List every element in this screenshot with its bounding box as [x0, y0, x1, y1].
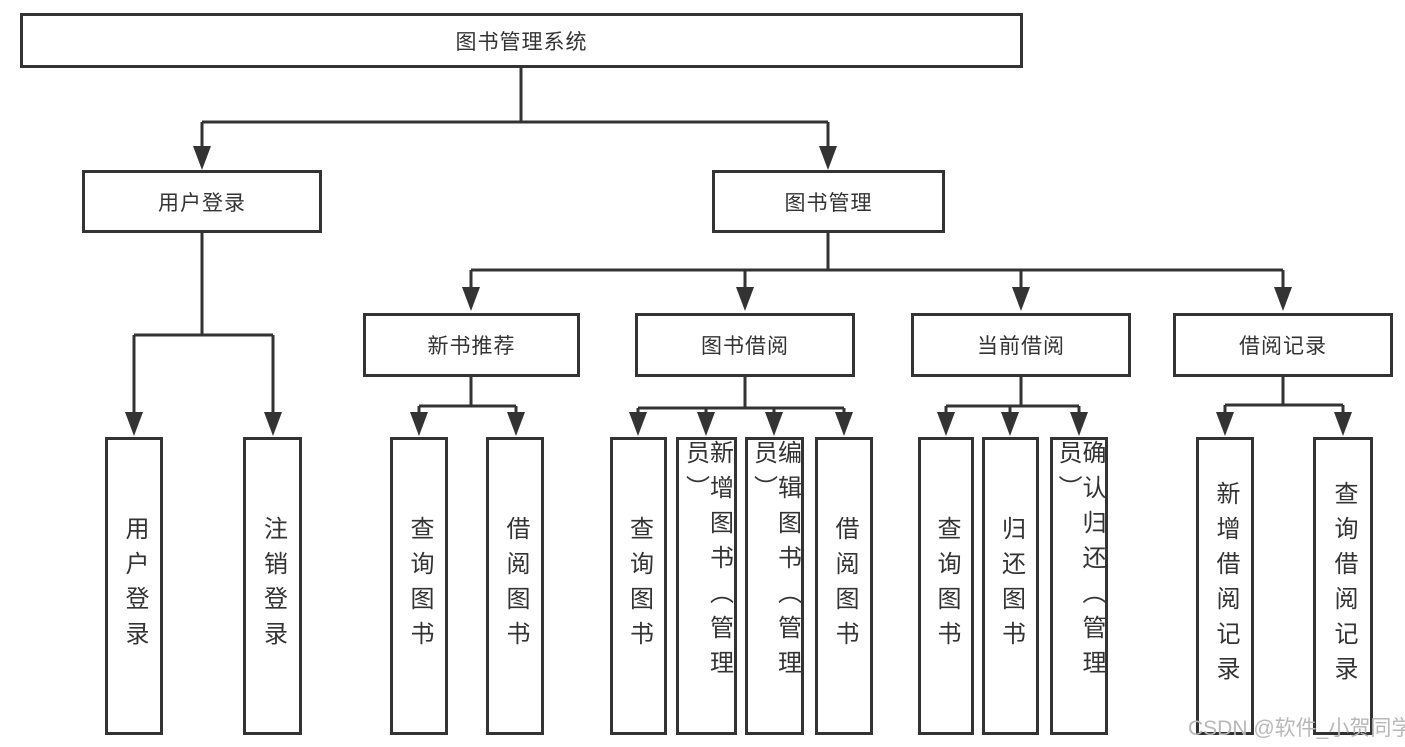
- node-new-book-recommend-label: 新书推荐: [427, 335, 516, 358]
- node-book-borrow-label: 图书借阅: [701, 335, 789, 358]
- leaf-edit-book-admin-label: 编辑图书（管理员）: [749, 440, 801, 685]
- leaf-add-borrow-record-label: 新增借阅记录: [1212, 481, 1239, 691]
- node-borrow-record-label: 借阅记录: [1239, 335, 1327, 358]
- leaf-add-book-admin: 新增图书（管理员）: [676, 437, 737, 735]
- leaf-edit-book-admin: 编辑图书（管理员）: [745, 437, 804, 735]
- leaf-confirm-return-admin-label: 确认归还（管理员）: [1054, 440, 1105, 685]
- node-current-borrow-label: 当前借阅: [977, 335, 1065, 358]
- node-current-borrow: 当前借阅: [911, 313, 1131, 377]
- node-library-management-system-label: 图书管理系统: [455, 30, 588, 54]
- leaf-query-book-3-label: 查询图书: [933, 516, 960, 656]
- leaf-return-book: 归还图书: [982, 437, 1039, 735]
- leaf-query-book-1-label: 查询图书: [406, 516, 433, 656]
- leaf-query-book-3: 查询图书: [918, 437, 974, 735]
- node-user-login-label: 用户登录: [158, 191, 246, 215]
- leaf-logout: 注销登录: [243, 437, 302, 735]
- leaf-logout-label: 注销登录: [259, 516, 287, 656]
- connector-book-management-level3: [469, 233, 1285, 290]
- node-book-management-label: 图书管理: [784, 191, 873, 215]
- connector-user-login-children: [132, 233, 275, 413]
- leaf-query-book-1: 查询图书: [390, 437, 448, 735]
- leaf-query-book-2: 查询图书: [610, 437, 667, 735]
- connector-current-borrow-children: [944, 377, 1081, 414]
- leaf-borrow-book-2-label: 借阅图书: [831, 516, 858, 656]
- leaf-borrow-book-2: 借阅图书: [815, 437, 873, 735]
- leaf-add-book-admin-label: 新增图书（管理员）: [681, 440, 733, 685]
- csdn-watermark: CSDN @软件_小贺同学: [1188, 717, 1405, 740]
- leaf-add-borrow-record: 新增借阅记录: [1196, 437, 1254, 735]
- leaf-user-login: 用户登录: [105, 437, 163, 735]
- node-new-book-recommend: 新书推荐: [363, 313, 580, 377]
- arrowheads: [125, 146, 1352, 436]
- node-book-borrow: 图书借阅: [635, 313, 855, 377]
- node-library-management-system: 图书管理系统: [20, 13, 1023, 68]
- connector-new-book-children: [417, 377, 518, 414]
- leaf-confirm-return-admin: 确认归还（管理员）: [1050, 437, 1108, 735]
- leaf-query-borrow-record: 查询借阅记录: [1313, 437, 1373, 735]
- node-book-management: 图书管理: [712, 170, 945, 233]
- leaf-borrow-book-1-label: 借阅图书: [502, 516, 529, 656]
- connector-borrow-record-children: [1223, 377, 1345, 414]
- leaf-query-borrow-record-label: 查询借阅记录: [1330, 481, 1357, 691]
- node-borrow-record: 借阅记录: [1173, 313, 1393, 377]
- leaf-user-login-label: 用户登录: [121, 516, 148, 656]
- connector-root-to-level2: [200, 68, 830, 150]
- leaf-borrow-book-1: 借阅图书: [486, 437, 544, 735]
- leaf-return-book-label: 归还图书: [997, 516, 1025, 656]
- connector-book-borrow-children: [636, 377, 846, 414]
- leaf-query-book-2-label: 查询图书: [625, 516, 653, 656]
- node-user-login: 用户登录: [82, 170, 322, 233]
